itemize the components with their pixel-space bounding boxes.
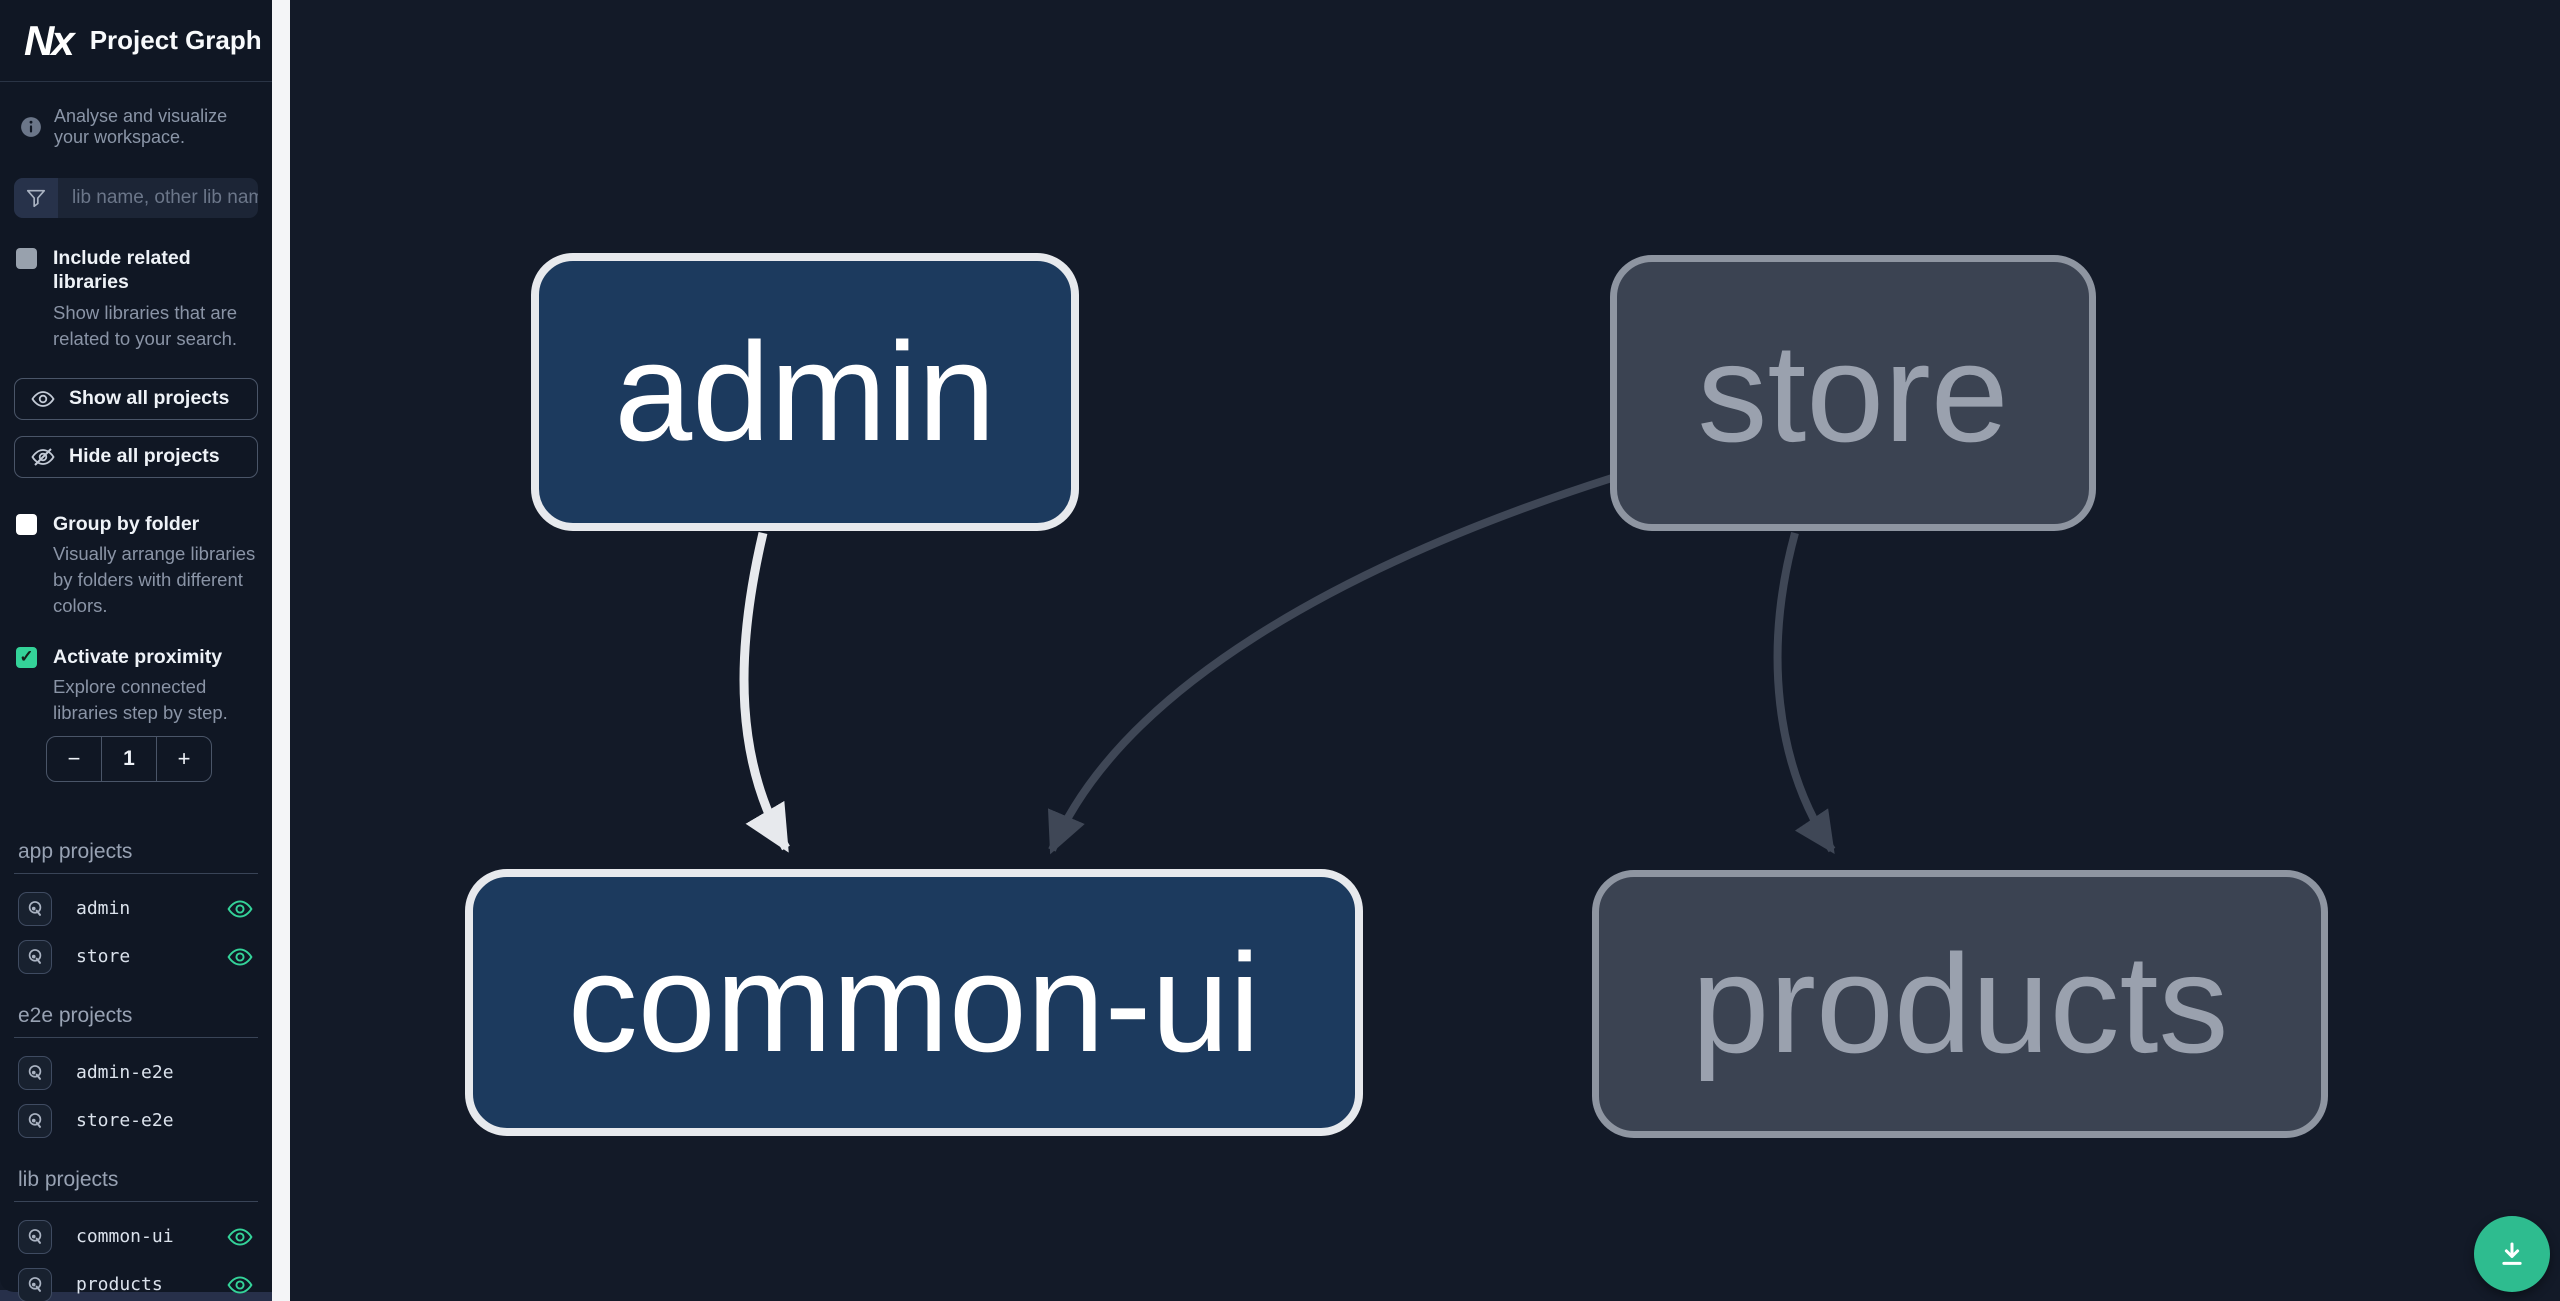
toggle-visibility-eye-icon[interactable] bbox=[226, 895, 254, 923]
toggle-visibility-eye-icon[interactable] bbox=[226, 1223, 254, 1251]
proximity-decrement-button[interactable]: − bbox=[47, 737, 101, 781]
eye-off-icon bbox=[31, 447, 55, 466]
focus-project-button[interactable] bbox=[18, 1267, 52, 1301]
include-related-label: Include related libraries bbox=[53, 247, 191, 294]
project-name: store bbox=[76, 946, 131, 968]
project-row-store[interactable]: store bbox=[14, 938, 258, 976]
focus-project-button[interactable] bbox=[18, 1103, 52, 1138]
section-lib-projects: lib projects common-ui bbox=[14, 1168, 258, 1301]
group-by-folder-checkbox[interactable] bbox=[16, 513, 37, 535]
node-admin[interactable]: admin bbox=[531, 253, 1079, 531]
focus-project-button[interactable] bbox=[18, 939, 52, 974]
group-by-folder-block: Group by folder Visually arrange librari… bbox=[16, 512, 256, 619]
node-common-ui-label: common-ui bbox=[567, 923, 1261, 1081]
section-title: app projects bbox=[14, 840, 258, 874]
check-icon: ✓ bbox=[19, 647, 34, 667]
project-name: common-ui bbox=[76, 1226, 174, 1248]
project-row-admin[interactable]: admin bbox=[14, 890, 258, 928]
project-name: products bbox=[76, 1274, 163, 1296]
section-app-projects: app projects admin bbox=[14, 840, 258, 976]
include-related-block: Include related libraries Show libraries… bbox=[16, 246, 256, 352]
project-row-store-e2e[interactable]: store-e2e bbox=[14, 1102, 258, 1140]
download-image-button[interactable] bbox=[2474, 1216, 2550, 1292]
focus-project-button[interactable] bbox=[18, 1055, 52, 1090]
filter-funnel-cell bbox=[14, 178, 58, 218]
section-title: lib projects bbox=[14, 1168, 258, 1202]
sidebar: Nx Project Graph Analyse and visualize y… bbox=[0, 0, 272, 1301]
proximity-value: 1 bbox=[101, 736, 156, 781]
section-e2e-projects: e2e projects admin-e2e bbox=[14, 1004, 258, 1140]
node-admin-label: admin bbox=[614, 313, 996, 470]
node-store-label: store bbox=[1697, 314, 2009, 471]
include-related-description: Show libraries that are related to your … bbox=[53, 301, 238, 349]
toggle-visibility-eye-icon[interactable] bbox=[226, 1271, 254, 1299]
focus-icon bbox=[28, 1064, 42, 1080]
hide-all-label: Hide all projects bbox=[69, 445, 220, 468]
focus-icon bbox=[28, 1276, 42, 1292]
project-name: store-e2e bbox=[76, 1110, 174, 1132]
funnel-icon bbox=[26, 189, 46, 208]
nx-logo: Nx bbox=[24, 16, 75, 64]
project-name: admin-e2e bbox=[76, 1062, 174, 1084]
tagline-row: Analyse and visualize your workspace. bbox=[14, 106, 258, 148]
bottom-strip bbox=[0, 1290, 278, 1301]
project-row-admin-e2e[interactable]: admin-e2e bbox=[14, 1054, 258, 1092]
node-common-ui[interactable]: common-ui bbox=[465, 869, 1363, 1136]
toggle-visibility-eye-icon[interactable] bbox=[226, 943, 254, 971]
group-by-folder-label: Group by folder bbox=[53, 512, 200, 535]
activate-proximity-block: ✓ Activate proximity Explore connected l… bbox=[16, 645, 256, 726]
project-name: admin bbox=[76, 898, 131, 920]
search-input[interactable] bbox=[58, 178, 258, 218]
activate-proximity-checkbox[interactable]: ✓ bbox=[16, 646, 37, 668]
show-all-projects-button[interactable]: Show all projects bbox=[14, 377, 258, 420]
proximity-stepper: − 1 + bbox=[46, 735, 212, 782]
group-by-folder-description: Visually arrange libraries by folders wi… bbox=[53, 542, 256, 616]
eye-icon bbox=[31, 390, 55, 407]
focus-icon bbox=[28, 900, 42, 916]
sidebar-resize-divider[interactable] bbox=[272, 0, 290, 1301]
activate-proximity-label: Activate proximity bbox=[53, 645, 223, 668]
node-products-label: products bbox=[1691, 925, 2229, 1082]
project-row-products[interactable]: products bbox=[14, 1266, 258, 1301]
proximity-increment-button[interactable]: + bbox=[156, 736, 211, 781]
focus-project-button[interactable] bbox=[18, 891, 52, 926]
page-title: Project Graph bbox=[89, 25, 262, 55]
download-icon bbox=[2502, 1242, 2522, 1265]
search-box bbox=[14, 178, 258, 218]
include-related-checkbox[interactable] bbox=[16, 248, 37, 269]
info-icon bbox=[21, 117, 41, 137]
activate-proximity-description: Explore connected libraries step by step… bbox=[53, 675, 228, 723]
node-products[interactable]: products bbox=[1592, 870, 2328, 1138]
tagline-text: Analyse and visualize your workspace. bbox=[54, 106, 228, 147]
show-all-label: Show all projects bbox=[69, 387, 230, 410]
project-row-common-ui[interactable]: common-ui bbox=[14, 1218, 258, 1256]
focus-project-button[interactable] bbox=[18, 1219, 52, 1254]
focus-icon bbox=[28, 948, 42, 964]
focus-icon bbox=[28, 1228, 42, 1244]
focus-icon bbox=[28, 1112, 42, 1128]
node-store[interactable]: store bbox=[1610, 255, 2096, 531]
hide-all-projects-button[interactable]: Hide all projects bbox=[14, 435, 258, 478]
sidebar-header: Nx Project Graph bbox=[0, 0, 272, 82]
section-title: e2e projects bbox=[14, 1004, 258, 1038]
